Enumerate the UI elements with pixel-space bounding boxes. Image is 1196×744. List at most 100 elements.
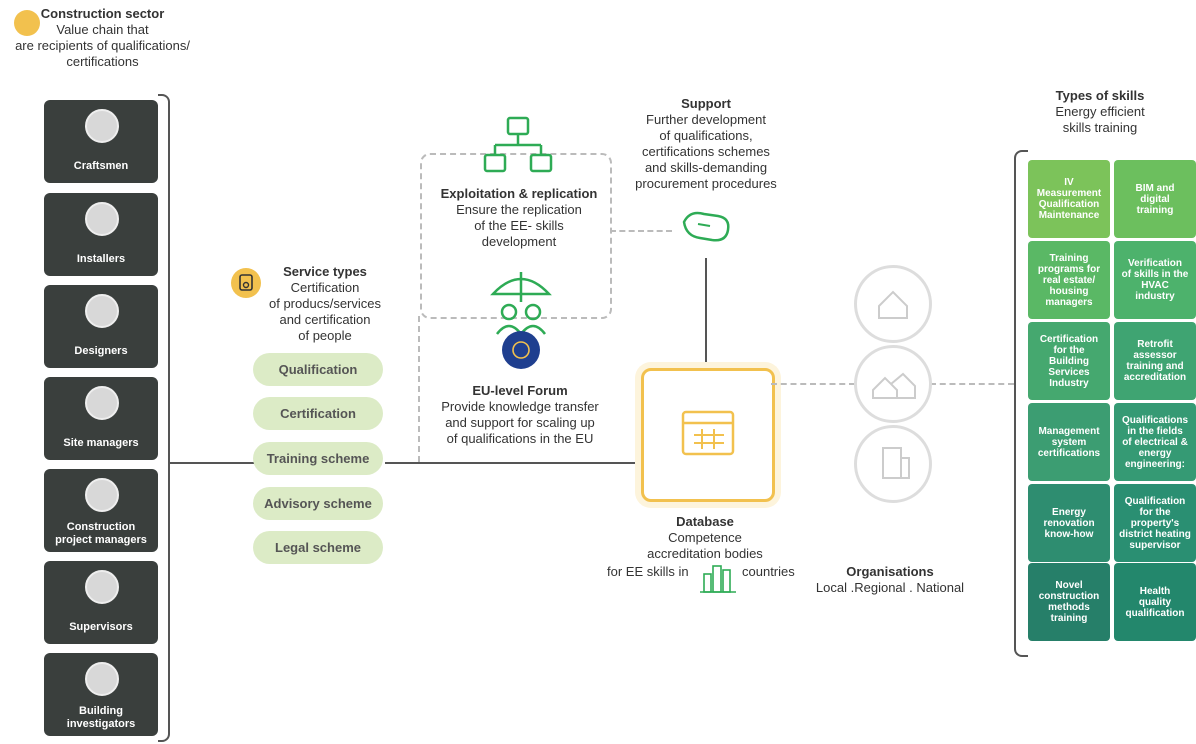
home-icon [854,265,932,343]
actor-card: Installers [44,193,158,276]
construction-sector-header: Construction sector Value chain that are… [0,6,205,70]
exploitation-line-1: Ensure the replication [456,202,582,217]
support-line-5: procurement procedures [635,176,777,191]
umbrella-people-icon [485,268,557,374]
certificate-icon [231,268,261,298]
exploitation-line-3: development [481,234,557,249]
actor-card: Site managers [44,377,158,460]
support-line-1: Further development [646,112,766,127]
actor-label: Supervisors [69,621,133,633]
organisations-subtitle: Local .Regional . National [815,580,965,595]
forum-line-2: and support for scaling up [445,415,595,430]
connector-support-database [705,258,707,368]
service-type-item: Advisory scheme [253,487,383,520]
skills-header: Types of skills Energy efficient skills … [1030,88,1170,136]
skills-subtitle-1: Energy efficient [1055,104,1145,119]
building-icon [854,425,932,503]
database-line-3a: for EE skills in [607,564,689,579]
forum-line-1: Provide knowledge transfer [441,399,599,414]
toolbox-icon [85,294,119,328]
forum-title: EU-level Forum [472,383,568,398]
forum-block: EU-level Forum Provide knowledge transfe… [420,383,620,447]
service-type-item: Certification [253,397,383,430]
network-icon [85,662,119,696]
construction-subtitle-2: are recipients of qualifications/ [15,38,190,53]
handshake-icon [678,206,734,248]
city-icon [698,560,738,596]
actor-label: Site managers [63,437,139,449]
hierarchy-icon [482,115,554,177]
skills-subtitle-2: skills training [1062,120,1138,135]
toolbox-icon [85,109,119,143]
support-line-4: and skills-demanding [644,160,768,175]
money-bag-icon [85,386,119,420]
actor-card: Designers [44,285,158,368]
database-box [641,368,775,502]
construction-subtitle-3: certifications [66,54,139,69]
db-org-dashed-line [771,383,855,385]
service-type-item: Legal scheme [253,531,383,564]
exploitation-block: Exploitation & replication Ensure the re… [430,186,608,250]
actor-label: Installers [76,253,126,265]
support-line-3: certifications schemes [642,144,770,159]
support-title: Support [681,96,731,111]
database-table-icon [681,410,735,456]
money-bag-icon [85,202,119,236]
skills-title: Types of skills [1055,88,1145,103]
support-dashed-line [610,230,672,232]
piggy-bank-icon [85,478,119,512]
support-line-2: of qualifications, [659,128,753,143]
exploitation-line-2: of the EE- skills [474,218,564,233]
service-desc-1: Certification [290,280,360,295]
exploitation-title: Exploitation & replication [440,186,598,201]
forum-dashed-line [418,316,420,462]
construction-sector-icon [14,10,40,36]
database-block: Database Competence accreditation bodies [605,514,805,562]
construction-subtitle-1: Value chain that [56,22,149,37]
organisations-block: Organisations Local .Regional . National [805,564,975,596]
service-type-item: Training scheme [253,442,383,475]
org-skills-dashed-line [930,383,1014,385]
banknote-icon [85,570,119,604]
forum-line-3: of qualifications in the EU [446,431,594,446]
service-type-item: Qualification [253,353,383,386]
database-line-1: Competence [668,530,742,545]
connector-services-database [385,462,641,464]
service-types-title: Service types [283,264,367,279]
organisations-title: Organisations [846,564,934,579]
database-title: Database [676,514,734,529]
construction-sector-title: Construction sector [40,6,165,21]
value-chain-bracket [158,94,170,742]
support-block: Support Further development of qualifica… [615,96,797,192]
actor-card: Craftsmen [44,100,158,183]
service-desc-2: of producs/services [269,296,381,311]
skills-bracket [1014,150,1028,657]
service-types-block: Service types Certification of producs/s… [255,264,395,344]
actor-label: Craftsmen [73,160,129,172]
neighbourhood-icon [854,345,932,423]
connector-actors-services [170,462,254,464]
database-line-2: accreditation bodies [647,546,763,561]
actor-label: Designers [74,345,128,357]
actor-card: Supervisors [44,561,158,644]
service-desc-3: and certification [279,312,371,327]
service-desc-4: of people [298,328,352,343]
database-line-3b: countries [742,564,795,579]
exploitation-dashed-frame [420,153,612,319]
